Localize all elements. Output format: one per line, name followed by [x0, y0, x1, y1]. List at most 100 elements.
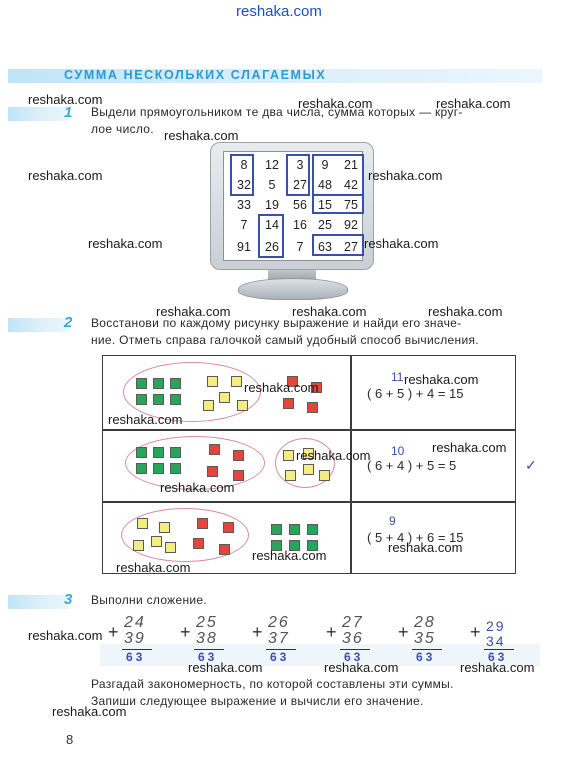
row3-yellow-square — [133, 540, 144, 551]
watermark: reshaka.com — [188, 660, 263, 675]
watermark: reshaka.com — [436, 96, 511, 111]
table-divider-row2 — [103, 501, 515, 503]
plus-sign: + — [252, 622, 263, 642]
row3-green-square — [289, 540, 300, 551]
row3-red-square — [193, 538, 204, 549]
row3-red-square — [197, 518, 208, 529]
task2-band — [8, 318, 68, 332]
watermark: reshaka.com — [298, 96, 373, 111]
row2-red-square — [209, 444, 220, 455]
sum-result: 63 — [344, 650, 364, 664]
watermark: reshaka.com — [160, 480, 235, 495]
task1-band — [8, 107, 68, 121]
row1-yellow-square — [203, 400, 214, 411]
grid-number: 48 — [318, 178, 332, 192]
row2-yellow-square — [303, 448, 314, 459]
selection-rectangle — [258, 214, 284, 258]
sum-line — [266, 649, 296, 650]
selection-rectangle — [312, 234, 364, 256]
plus-sign: + — [398, 622, 409, 642]
row1-red-square — [283, 398, 294, 409]
row3-green-square — [271, 540, 282, 551]
sum-result: 63 — [416, 650, 436, 664]
watermark: reshaka.com — [432, 440, 507, 455]
grid-number: 26 — [265, 240, 279, 254]
watermark: reshaka.com — [156, 304, 231, 319]
grid-number: 9 — [321, 158, 329, 172]
table-divider-row1 — [103, 429, 515, 431]
addend-bottom: 39 — [124, 630, 146, 647]
row3-red-square — [223, 522, 234, 533]
row2-green-square — [170, 463, 181, 474]
sum-line — [484, 649, 514, 650]
title-band — [8, 69, 542, 83]
addend-top: 27 — [342, 614, 364, 631]
row1-green-square — [153, 394, 164, 405]
row2-yellow-square — [283, 450, 294, 461]
grid-number: 8 — [240, 158, 248, 172]
row2-yellow-square — [319, 470, 330, 481]
grid-number: 21 — [344, 158, 358, 172]
watermark: reshaka.com — [252, 548, 327, 563]
watermark: reshaka.com — [164, 128, 239, 143]
row2-green-square — [170, 447, 181, 458]
grid-number: 15 — [318, 198, 332, 212]
row1-red-square — [311, 382, 322, 393]
grid-number: 12 — [265, 158, 279, 172]
task2-table: 11 ( 6 + 5 ) + 4 = 15 10 ( 6 + 4 ) + 5 =… — [102, 355, 537, 574]
task1-text-line2: лое число. — [91, 122, 154, 136]
watermark: reshaka.com — [28, 168, 103, 183]
addend-top: 29 — [486, 618, 506, 634]
sum-result: 63 — [270, 650, 290, 664]
task1-number: 1 — [64, 104, 73, 121]
row2-yellow-square — [285, 470, 296, 481]
row3-hint: 9 — [389, 514, 396, 528]
grid-number: 91 — [237, 240, 251, 254]
sum-result: 63 — [488, 650, 508, 664]
task2-text-line2: ние. Отметь справа галочкой самый удобны… — [91, 333, 479, 347]
grid-number: 33 — [237, 198, 251, 212]
grid-number: 14 — [265, 218, 279, 232]
sum-result: 63 — [198, 650, 218, 664]
watermark: reshaka.com — [364, 236, 439, 251]
row1-expression: ( 6 + 5 ) + 4 = 15 — [367, 386, 464, 401]
row2-red-square — [233, 450, 244, 461]
watermark: reshaka.com — [324, 660, 399, 675]
plus-sign: + — [108, 622, 119, 642]
row2-green-square — [136, 463, 147, 474]
grid-number: 19 — [265, 198, 279, 212]
watermark: reshaka.com — [116, 560, 191, 575]
row1-green-square — [136, 394, 147, 405]
row2-expression: ( 6 + 4 ) + 5 = 5 — [367, 458, 457, 473]
monitor-stand-base — [238, 278, 348, 300]
grid-number: 5 — [268, 178, 276, 192]
watermark: reshaka.com — [368, 168, 443, 183]
grid-number: 75 — [344, 198, 358, 212]
row3-green-square — [271, 524, 282, 535]
sum-line — [122, 649, 152, 650]
row2-checkmark: ✓ — [525, 457, 537, 473]
addend-top: 26 — [268, 614, 290, 631]
task3-number: 3 — [64, 591, 73, 608]
row3-group-oval — [121, 508, 249, 562]
grid-number: 63 — [318, 240, 332, 254]
sum-line — [194, 649, 224, 650]
plus-sign: + — [470, 622, 481, 642]
page-number: 8 — [66, 732, 74, 747]
row2-green-square — [153, 447, 164, 458]
watermark: reshaka.com — [460, 660, 535, 675]
row3-expression: ( 5 + 4 ) + 6 = 15 — [367, 530, 464, 545]
addend-bottom: 34 — [486, 633, 506, 649]
row1-green-square — [136, 378, 147, 389]
grid-number: 27 — [293, 178, 307, 192]
row3-yellow-square — [137, 518, 148, 529]
grid-number: 3 — [296, 158, 304, 172]
grid-number: 7 — [240, 218, 248, 232]
addend-top: 24 — [124, 614, 146, 631]
task3-text-line1: Разгадай закономерность, по которой сост… — [91, 677, 454, 691]
row3-red-square — [219, 544, 230, 555]
row2-red-square — [233, 470, 244, 481]
grid-number: 42 — [344, 178, 358, 192]
row1-green-square — [170, 378, 181, 389]
